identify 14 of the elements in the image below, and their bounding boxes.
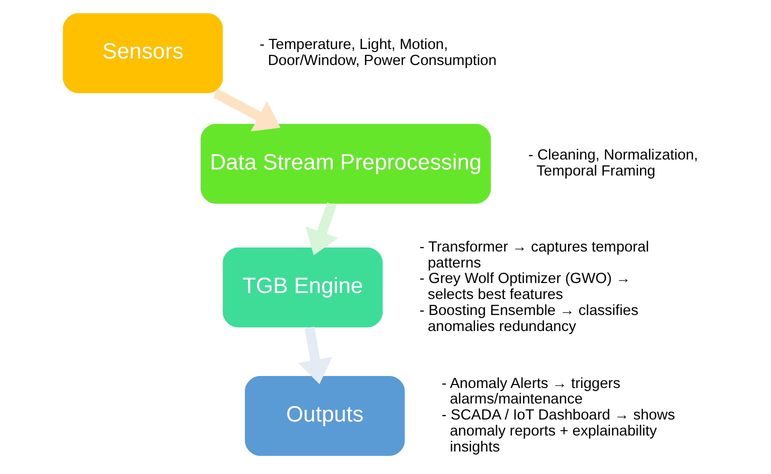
node-label: - Temperature, Light, Motion, Door/Window, Power Consumption	[259, 36, 496, 69]
arrow	[305, 202, 338, 256]
node-box: TGB Engine	[222, 247, 382, 328]
node-box: Sensors	[62, 13, 222, 94]
arrow	[212, 88, 280, 132]
node-box: Data Stream Preprocessing	[200, 124, 490, 204]
node-box: Outputs	[244, 376, 404, 456]
node-label: - Transformer → captures temporal patterns	[419, 239, 649, 272]
node-label: - Cleaning, Normalization, Temporal Framing	[528, 148, 698, 180]
arrow	[298, 326, 332, 384]
node-label: - SCADA / IoT Dashboard → shows anomaly reports + explainability insights	[441, 408, 675, 456]
node-label: - Grey Wolf Optimizer (GWO) → selects best features	[419, 271, 630, 304]
node-label: - Anomaly Alerts → triggers alarms/maintenance	[441, 376, 620, 408]
node-label: - Boosting Ensemble → classifies anomalies redundancy	[419, 303, 638, 336]
